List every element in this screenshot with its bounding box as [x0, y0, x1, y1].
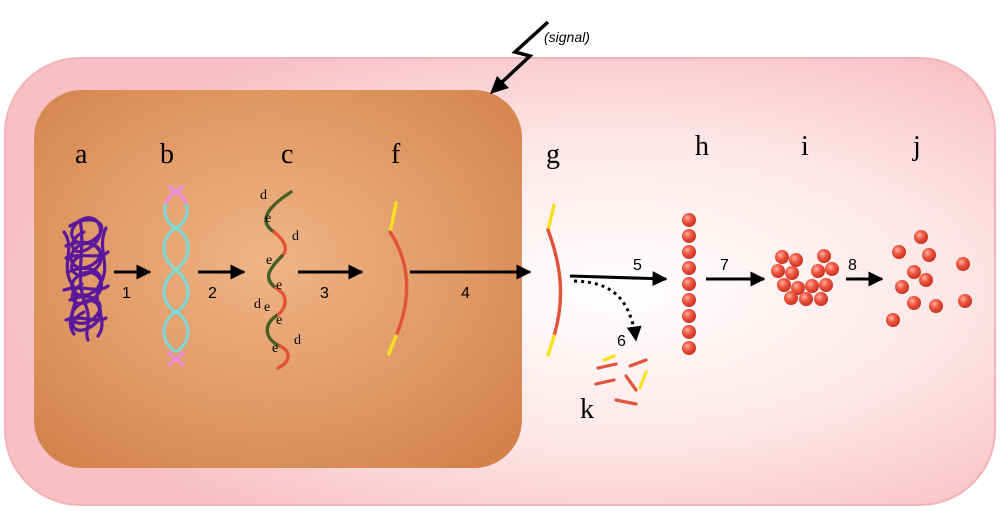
polypeptide-chain — [682, 213, 696, 355]
signal-arrowhead-icon — [490, 76, 509, 94]
marker-e: e — [272, 341, 278, 356]
nucleus — [34, 90, 522, 468]
mature-mrna-nucleus — [387, 201, 409, 356]
step-number-5: 5 — [633, 257, 642, 274]
stage-label-g: g — [546, 139, 560, 170]
step-number-1: 1 — [122, 285, 131, 302]
chromatin-tangle — [62, 216, 110, 342]
process-arrows — [114, 264, 884, 342]
step-number-2: 2 — [208, 285, 217, 302]
step-number-4: 4 — [461, 285, 470, 302]
marker-d: d — [260, 188, 267, 203]
stage-label-k: k — [580, 394, 594, 425]
splice-markers: d e d e e d e d e e d — [254, 188, 301, 356]
stage-label-j: j — [912, 131, 921, 162]
stage-label-b: b — [160, 139, 174, 170]
stage-label-f: f — [391, 139, 401, 170]
folded-protein — [771, 249, 839, 306]
marker-d: d — [292, 229, 299, 244]
signal-lightning-icon — [498, 20, 550, 86]
step-number-7: 7 — [720, 257, 729, 274]
marker-d: d — [254, 297, 261, 312]
stage-label-i: i — [801, 131, 809, 162]
marker-e: e — [276, 313, 282, 328]
stage-label-a: a — [75, 139, 88, 170]
pre-mrna — [264, 190, 293, 370]
step-number-8: 8 — [848, 257, 857, 274]
step-number-3: 3 — [320, 285, 329, 302]
stage-label-h: h — [695, 131, 709, 162]
marker-e: e — [276, 278, 282, 293]
marker-e: e — [265, 211, 271, 226]
stage-label-c: c — [281, 139, 293, 170]
step-number-6: 6 — [617, 333, 626, 350]
marker-e: e — [266, 253, 272, 268]
degraded-protein-beads — [886, 230, 972, 327]
degraded-rna-fragments — [594, 354, 648, 406]
arrow-step-5 — [569, 271, 668, 287]
marker-e: e — [264, 300, 270, 315]
marker-d: d — [294, 333, 301, 348]
mature-mrna-cytoplasm — [546, 203, 563, 357]
signal-label: (signal) — [544, 29, 590, 45]
dna-double-helix — [162, 184, 190, 368]
